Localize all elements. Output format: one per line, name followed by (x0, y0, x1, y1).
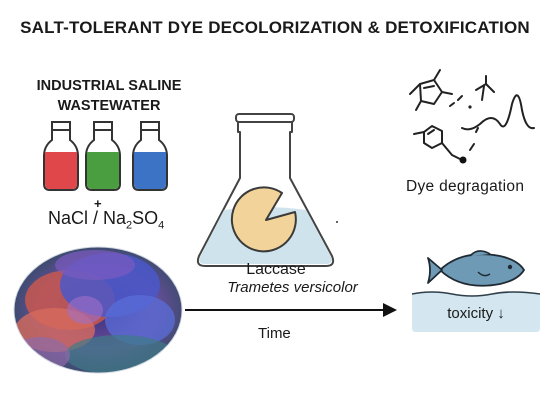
salt-formula-part1: NaCl / Na (48, 208, 127, 228)
fish-icon (427, 250, 526, 287)
time-label: Time (258, 325, 291, 342)
degradation-label: Dye degragation (406, 178, 525, 195)
molecule-fragments-icon (409, 69, 535, 161)
salt-formula: NaCl / Na2SO4 (48, 208, 164, 232)
enzyme-label: Laccase (246, 261, 306, 278)
diagram-title: SALT-TOLERANT DYE DECOLORIZATION & DETOX… (20, 18, 530, 37)
plus-sign: + (94, 196, 102, 211)
organism-label: Trametes versicolor (227, 279, 358, 296)
clean-water-panel (411, 291, 541, 332)
bottle-red (43, 121, 79, 191)
dye-plume-image (14, 247, 182, 373)
salt-formula-part2: SO (132, 208, 159, 228)
source-label-line1: INDUSTRIAL SALINE (36, 78, 182, 94)
bottle-green (85, 121, 121, 191)
source-label-line2: WASTEWATER (57, 98, 161, 114)
salt-subscript-1: 2 (126, 219, 133, 232)
salt-subscript-2: 4 (158, 219, 165, 232)
toxicity-label: toxicity ↓ (447, 305, 505, 322)
time-arrow (185, 303, 397, 317)
fungus-pellet-icon (230, 186, 297, 253)
bottle-blue (132, 121, 168, 191)
